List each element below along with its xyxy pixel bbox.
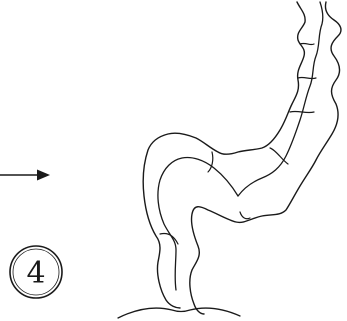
haustral-fold [289,110,315,114]
haustral-fold [297,76,317,80]
haustral-fold [269,147,289,165]
colon-inner-loop [157,156,239,291]
colon-outer-wall [142,1,306,309]
haustral-fold [159,232,179,245]
haustral-fold [239,211,251,220]
colon-inner-loop-return [237,1,324,197]
base-curve [117,307,241,319]
haustral-fold [299,42,315,46]
colon-outline-icon [117,1,342,319]
haustral-fold [207,151,214,173]
step-number-badge: 4 [9,245,63,299]
arrow-right-icon [0,169,50,181]
colon-inner-wall [189,1,342,315]
step-number: 4 [26,256,45,291]
